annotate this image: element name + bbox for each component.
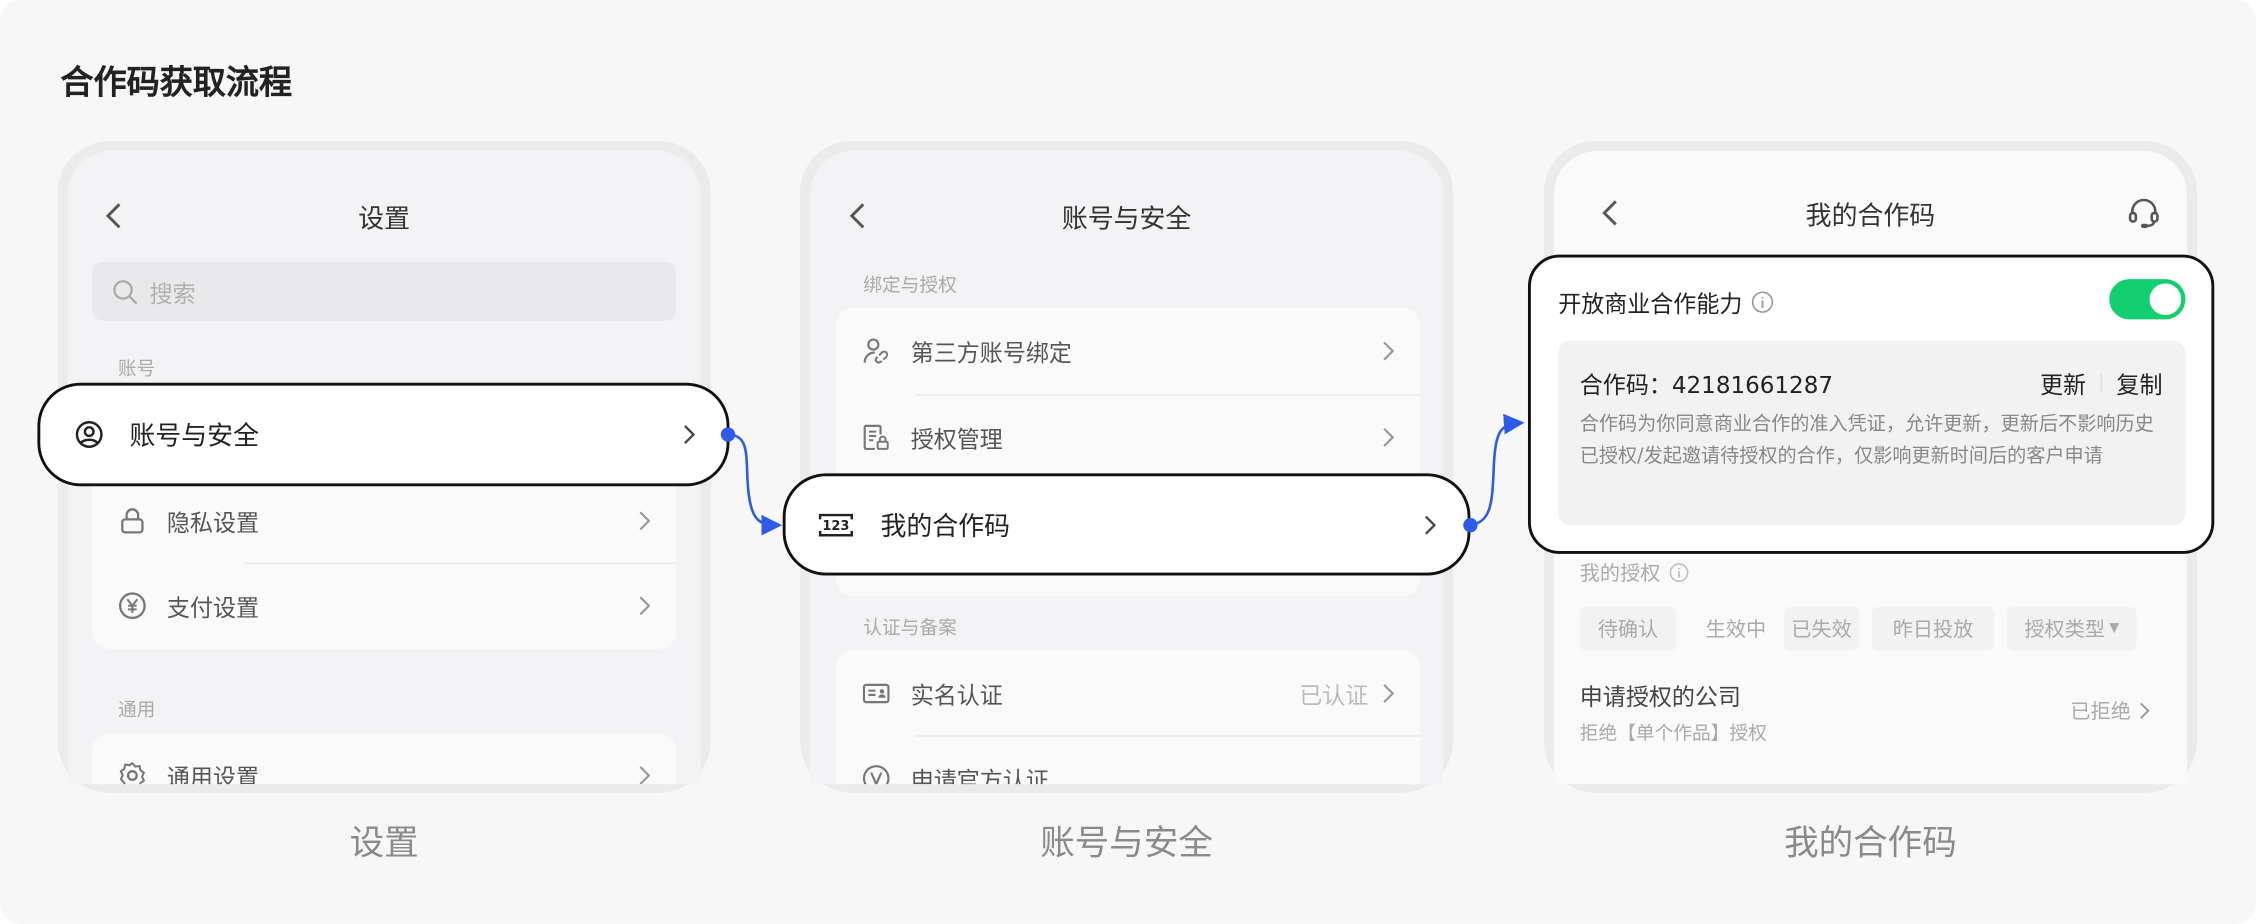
filter-chip-pending[interactable]: 待确认 <box>1579 607 1677 651</box>
section-label-cert: 认证与备案 <box>863 617 957 640</box>
chevron-right-icon <box>684 425 695 444</box>
list-item-payment[interactable]: 支付设置 <box>92 584 676 627</box>
toggle-label: 开放商业合作能力 <box>1558 285 1774 320</box>
list-item-label: 申请官方认证 <box>910 766 1049 785</box>
list-item-third-party[interactable]: 第三方账号绑定 <box>836 329 1420 372</box>
chevron-right-icon <box>639 596 651 616</box>
arrow-1 <box>727 433 783 536</box>
doc-lock-icon <box>863 424 889 450</box>
refresh-button[interactable]: 更新 <box>2040 371 2087 399</box>
chevron-right-icon <box>639 766 651 785</box>
list-item-privacy[interactable]: 隐私设置 <box>92 499 676 542</box>
company-title: 申请授权的公司 <box>1579 683 1741 711</box>
screen-title: 我的合作码 <box>1805 201 1936 232</box>
copy-button[interactable]: 复制 <box>2116 371 2163 399</box>
list-item-real-name[interactable]: 实名认证 已认证 <box>836 672 1420 715</box>
code-123-icon: 123 <box>818 513 853 537</box>
user-link-icon <box>863 338 889 364</box>
caption-my-code: 我的合作码 <box>1784 822 1957 864</box>
status-text: 已拒绝 <box>2070 700 2131 724</box>
my-auth-label: 我的授权 <box>1580 558 1689 587</box>
chevron-right-icon <box>1425 515 1436 535</box>
chevron-right-icon <box>1383 427 1395 447</box>
id-card-icon <box>862 683 890 704</box>
toggle-label-text: 开放商业合作能力 <box>1558 290 1743 318</box>
company-subtitle: 拒绝【单个作品】授权 <box>1579 723 1767 746</box>
code-label: 合作码： <box>1579 371 1672 399</box>
info-icon[interactable] <box>1751 291 1774 314</box>
verified-status: 已认证 <box>1299 681 1369 710</box>
search-icon <box>113 279 138 304</box>
search-placeholder: 搜索 <box>149 279 196 308</box>
list-item-auth-manage[interactable]: 授权管理 <box>836 416 1420 459</box>
chevron-right-icon <box>1383 684 1395 703</box>
chip-label: 授权类型 <box>2024 618 2105 642</box>
filter-chip-yesterday[interactable]: 昨日投放 <box>1871 607 1995 651</box>
user-circle-icon <box>75 421 103 448</box>
filter-chip-expired[interactable]: 已失效 <box>1784 607 1859 651</box>
list-item-label: 我的合作码 <box>880 512 1011 543</box>
chevron-right-icon <box>2140 702 2150 719</box>
page-title: 合作码获取流程 <box>60 64 293 103</box>
list-item-label: 实名认证 <box>910 681 1003 710</box>
code-actions: 更新 复制 <box>2040 365 2162 400</box>
list-item-label: 第三方账号绑定 <box>910 339 1072 367</box>
section-label-binding: 绑定与授权 <box>863 275 957 298</box>
section-label-account: 账号 <box>117 358 156 381</box>
code-box: 合作码：42181661287 更新 复制 合作码为你同意商业合作的准入凭证，允… <box>1558 340 2186 526</box>
arrow-2 <box>1470 413 1525 527</box>
list-item-label: 账号与安全 <box>129 421 259 452</box>
filter-chip-auth-type[interactable]: 授权类型 ▼ <box>2007 607 2137 651</box>
search-input[interactable]: 搜索 <box>92 261 677 321</box>
code-line: 合作码：42181661287 <box>1580 365 1833 400</box>
screen-title: 设置 <box>358 204 411 235</box>
code-value: 42181661287 <box>1671 371 1834 399</box>
back-icon[interactable] <box>847 201 867 230</box>
list-item-general-settings[interactable]: 通用设置 <box>92 754 676 785</box>
svg-text:123: 123 <box>822 519 849 534</box>
list-item-label: 授权管理 <box>910 425 1003 454</box>
highlight-account-security[interactable]: 账号与安全 <box>37 382 730 487</box>
info-icon[interactable] <box>1669 563 1689 583</box>
back-icon[interactable] <box>104 201 124 230</box>
lock-icon <box>121 508 144 534</box>
caret-down-icon: ▼ <box>2109 621 2120 636</box>
chevron-right-icon <box>1383 341 1395 361</box>
headset-icon[interactable] <box>2127 196 2162 231</box>
phone-account-security: 账号与安全 绑定与授权 第三方账号绑定 授权管理 认证与备案 实名认证 已认证 … <box>799 141 1454 793</box>
highlight-cooperation-card: 开放商业合作能力 合作码：42181661287 更新 复制 合作码为你同意商业… <box>1527 254 2215 554</box>
list-item-label: 隐私设置 <box>166 509 260 537</box>
caption-account-security: 账号与安全 <box>1040 822 1213 864</box>
business-toggle[interactable] <box>2109 279 2186 320</box>
highlight-my-code[interactable]: 123 我的合作码 <box>782 473 1471 576</box>
back-icon[interactable] <box>1600 199 1620 228</box>
v-badge-icon <box>862 765 890 785</box>
filter-chip-active[interactable]: 生效中 <box>1705 618 1767 642</box>
code-description: 合作码为你同意商业合作的准入凭证，允许更新，更新后不影响历史已授权/发起邀请待授… <box>1579 414 2154 468</box>
list-item-label: 通用设置 <box>166 763 260 785</box>
list-item-label: 支付设置 <box>166 594 260 622</box>
chevron-right-icon <box>639 511 651 531</box>
caption-settings: 设置 <box>349 822 419 864</box>
section-label-general: 通用 <box>117 699 156 722</box>
toggle-knob <box>2149 283 2182 316</box>
yen-icon <box>118 592 146 620</box>
gear-icon <box>119 761 146 785</box>
company-status[interactable]: 已拒绝 <box>2070 696 2150 725</box>
my-auth-text: 我的授权 <box>1579 562 1661 586</box>
list-item-official-cert[interactable]: 申请官方认证 <box>836 757 1420 785</box>
screen-title: 账号与安全 <box>1061 204 1192 235</box>
